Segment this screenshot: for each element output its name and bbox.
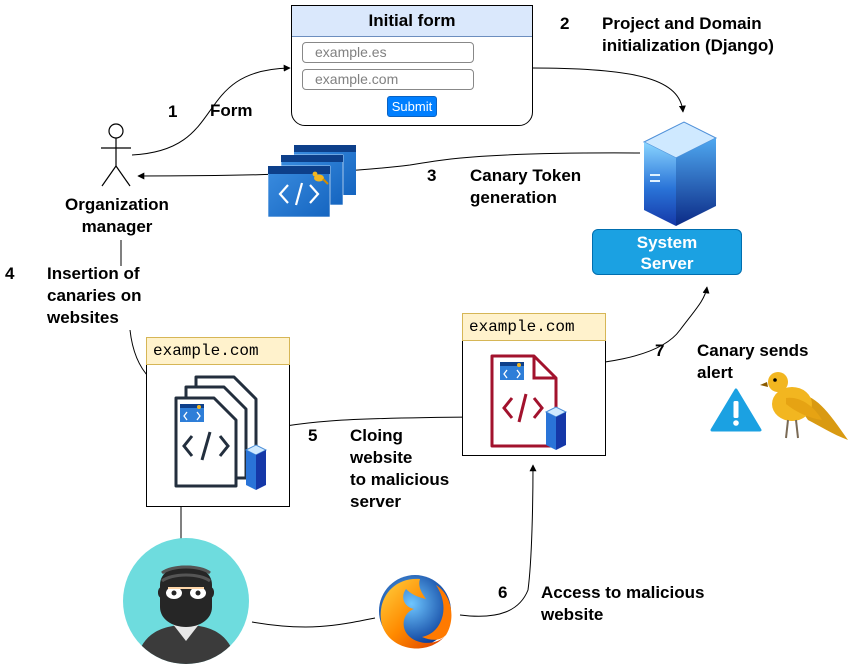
canary-bird-icon <box>760 372 848 440</box>
step-1-number: 1 <box>168 102 178 121</box>
arrow-init <box>531 67 686 113</box>
arrow-access <box>459 464 537 617</box>
step-5-number: 5 <box>308 426 318 445</box>
arrow-token <box>137 152 641 180</box>
step-7-label: Canary sends alert <box>697 341 809 382</box>
line-hacker-firefox <box>251 617 376 628</box>
hacker-avatar-icon <box>123 538 249 664</box>
step-3-label: Canary Token generation <box>470 166 582 207</box>
malicious-domain-tag: example.com <box>462 313 606 341</box>
server-icon <box>642 121 718 226</box>
domain-es-field[interactable]: example.es <box>302 42 474 63</box>
step-1-label: Form <box>210 101 253 120</box>
form-title: Initial form <box>292 6 532 37</box>
person-icon <box>101 123 131 187</box>
step-6-label: Access to malicious website <box>541 583 705 624</box>
arrow-form <box>131 64 291 156</box>
step-6-number: 6 <box>498 583 508 602</box>
firefox-icon <box>379 575 452 649</box>
step-7-number: 7 <box>655 341 665 360</box>
malicious-code-document-icon <box>490 354 568 450</box>
domain-com-field[interactable]: example.com <box>302 69 474 90</box>
submit-button[interactable]: Submit <box>387 96 437 117</box>
code-document-stack-icon <box>174 375 268 490</box>
step-2-label: Project and Domain initialization (Djang… <box>602 14 774 55</box>
mini-server-icon <box>244 444 268 490</box>
code-window-stack-icon <box>268 145 356 218</box>
original-domain-tag: example.com <box>146 337 290 365</box>
initial-form-card: Initial form example.es example.com Subm… <box>291 5 533 126</box>
system-server-box: System Server <box>592 229 742 275</box>
warning-icon <box>710 388 762 432</box>
step-5-label: Cloing website to malicious server <box>350 426 450 511</box>
step-2-number: 2 <box>560 14 570 33</box>
manager-label: Organization manager <box>65 195 169 236</box>
step-3-number: 3 <box>427 166 437 185</box>
step-4-number: 4 <box>5 264 15 283</box>
step-4-label: Insertion of canaries on websites <box>47 264 142 327</box>
